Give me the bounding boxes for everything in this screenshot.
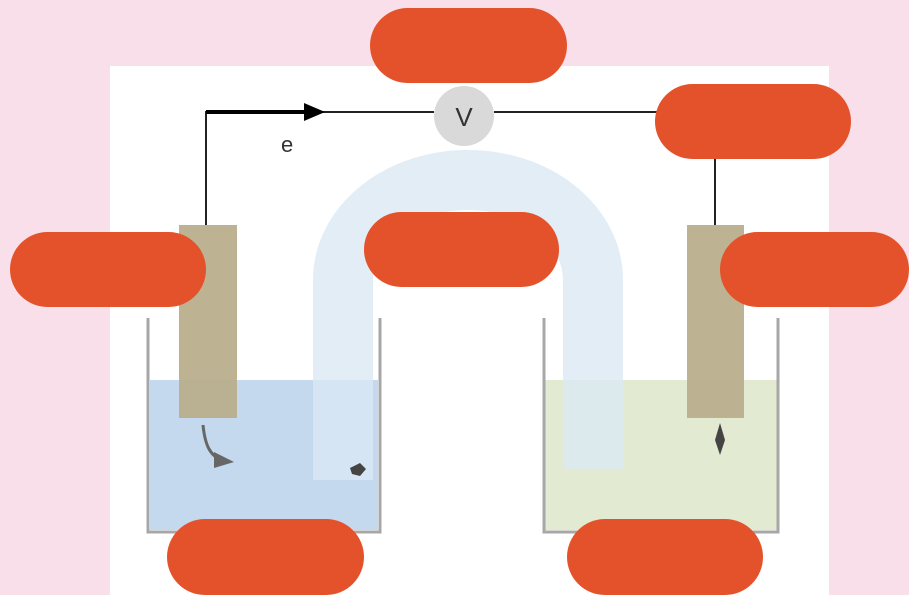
- label-box-salt-bridge[interactable]: [364, 212, 559, 287]
- label-box-right-electrode[interactable]: [720, 232, 909, 307]
- label-box-top-right[interactable]: [655, 84, 851, 159]
- salt-bridge: [313, 150, 623, 480]
- electron-label: e: [281, 132, 293, 157]
- electron-flow-arrow-icon: [304, 103, 325, 121]
- particle-right: [715, 423, 725, 455]
- label-box-left-solution[interactable]: [167, 519, 364, 595]
- voltmeter-icon: [434, 86, 494, 146]
- label-box-right-solution[interactable]: [567, 519, 763, 595]
- particle-left: [350, 463, 366, 476]
- voltmeter-symbol: V: [455, 102, 473, 132]
- ion-flow-arrowhead-icon: [214, 452, 234, 468]
- label-box-left-electrode[interactable]: [10, 232, 206, 307]
- label-box-top[interactable]: [370, 8, 567, 83]
